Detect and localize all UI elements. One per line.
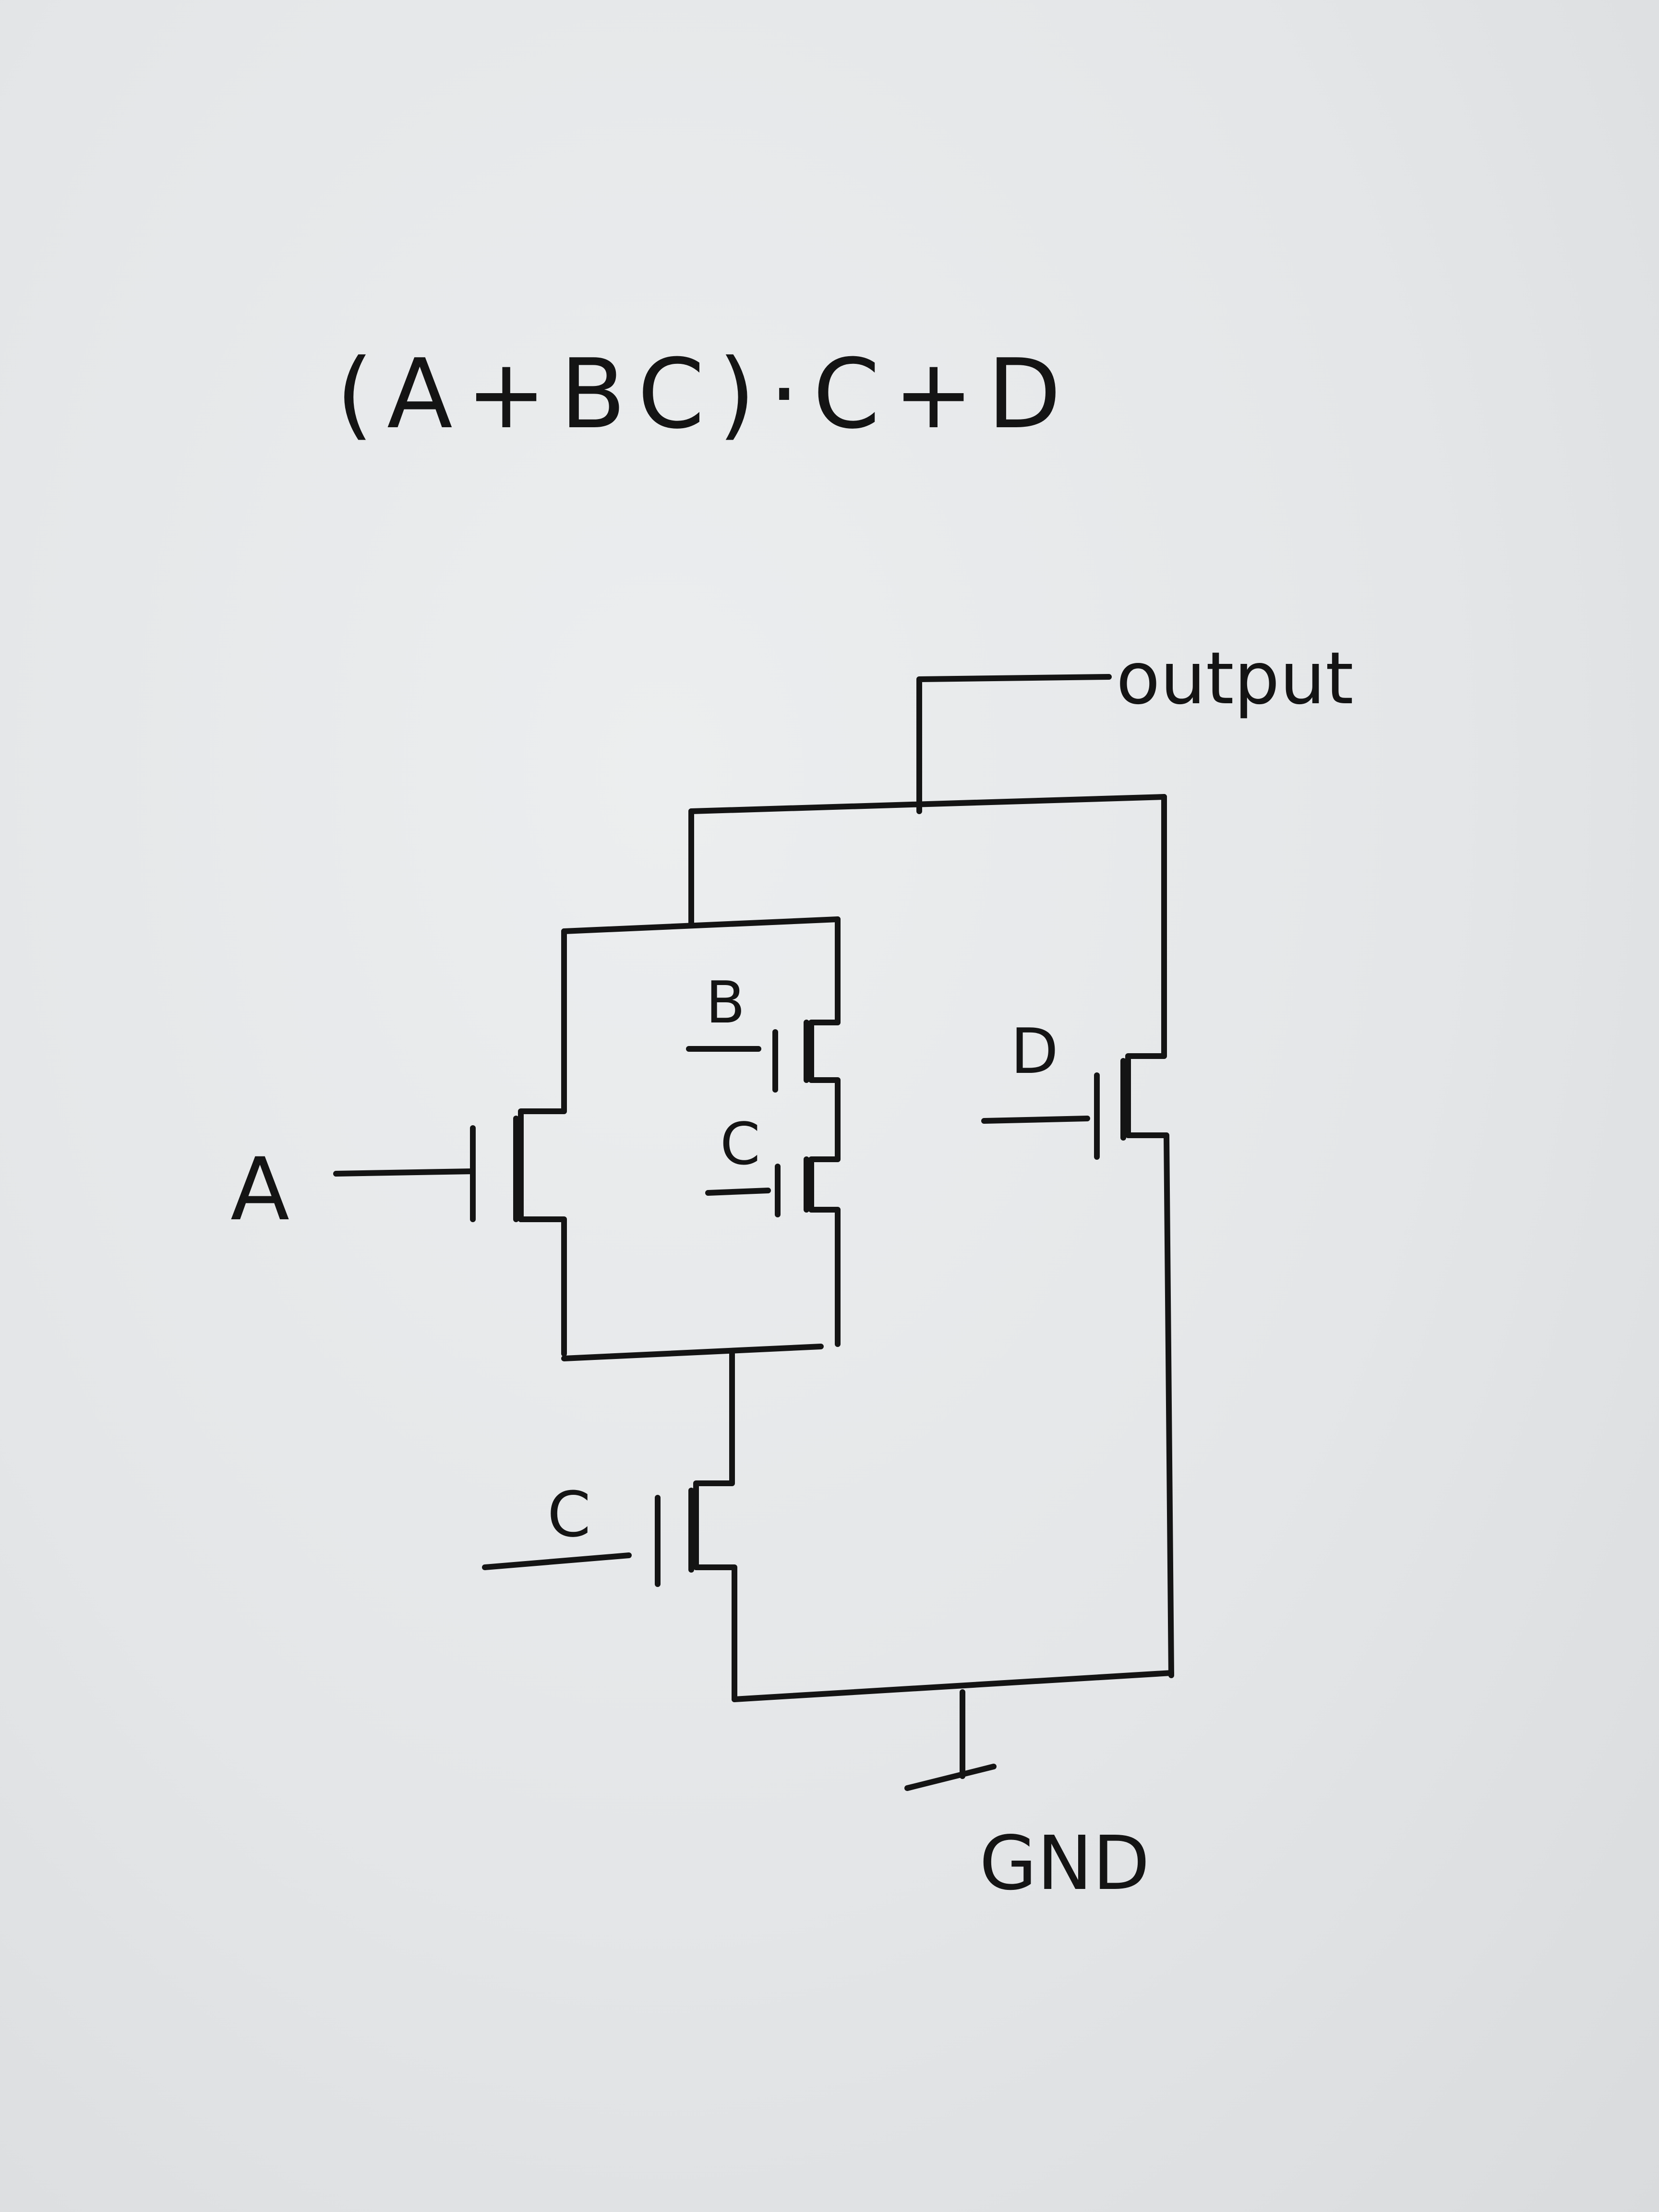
output-label: output [1116,637,1354,721]
ground-symbol [904,1689,997,1791]
transistor-a-source-wire [518,1216,567,1357]
transistor-c-series-wires [693,1351,737,1702]
input-c-series-label: C [547,1478,591,1551]
transistor-a-drain-wire [518,928,567,1222]
transistor-d [981,1058,1126,1160]
parallel-network-top [561,916,841,934]
boolean-expression: (A+BC)·C+D [336,338,1075,450]
transistor-c-parallel [705,1156,809,1217]
transistor-c-series [482,1488,694,1587]
transistor-a [333,1116,519,1222]
transistor-b [686,1020,809,1093]
bottom-rail [732,1670,1174,1702]
input-c-parallel-label: C [720,1111,760,1178]
gnd-label: GND [979,1820,1150,1907]
output-node [916,674,1112,814]
series-bc-wires [808,916,841,1347]
input-b-label: B [706,970,745,1036]
top-rail [688,794,1167,814]
input-d-label: D [1010,1015,1058,1088]
transistor-d-wires [1125,794,1174,1678]
parallel-network-bottom [561,1344,824,1361]
input-a-label: A [230,1140,289,1240]
